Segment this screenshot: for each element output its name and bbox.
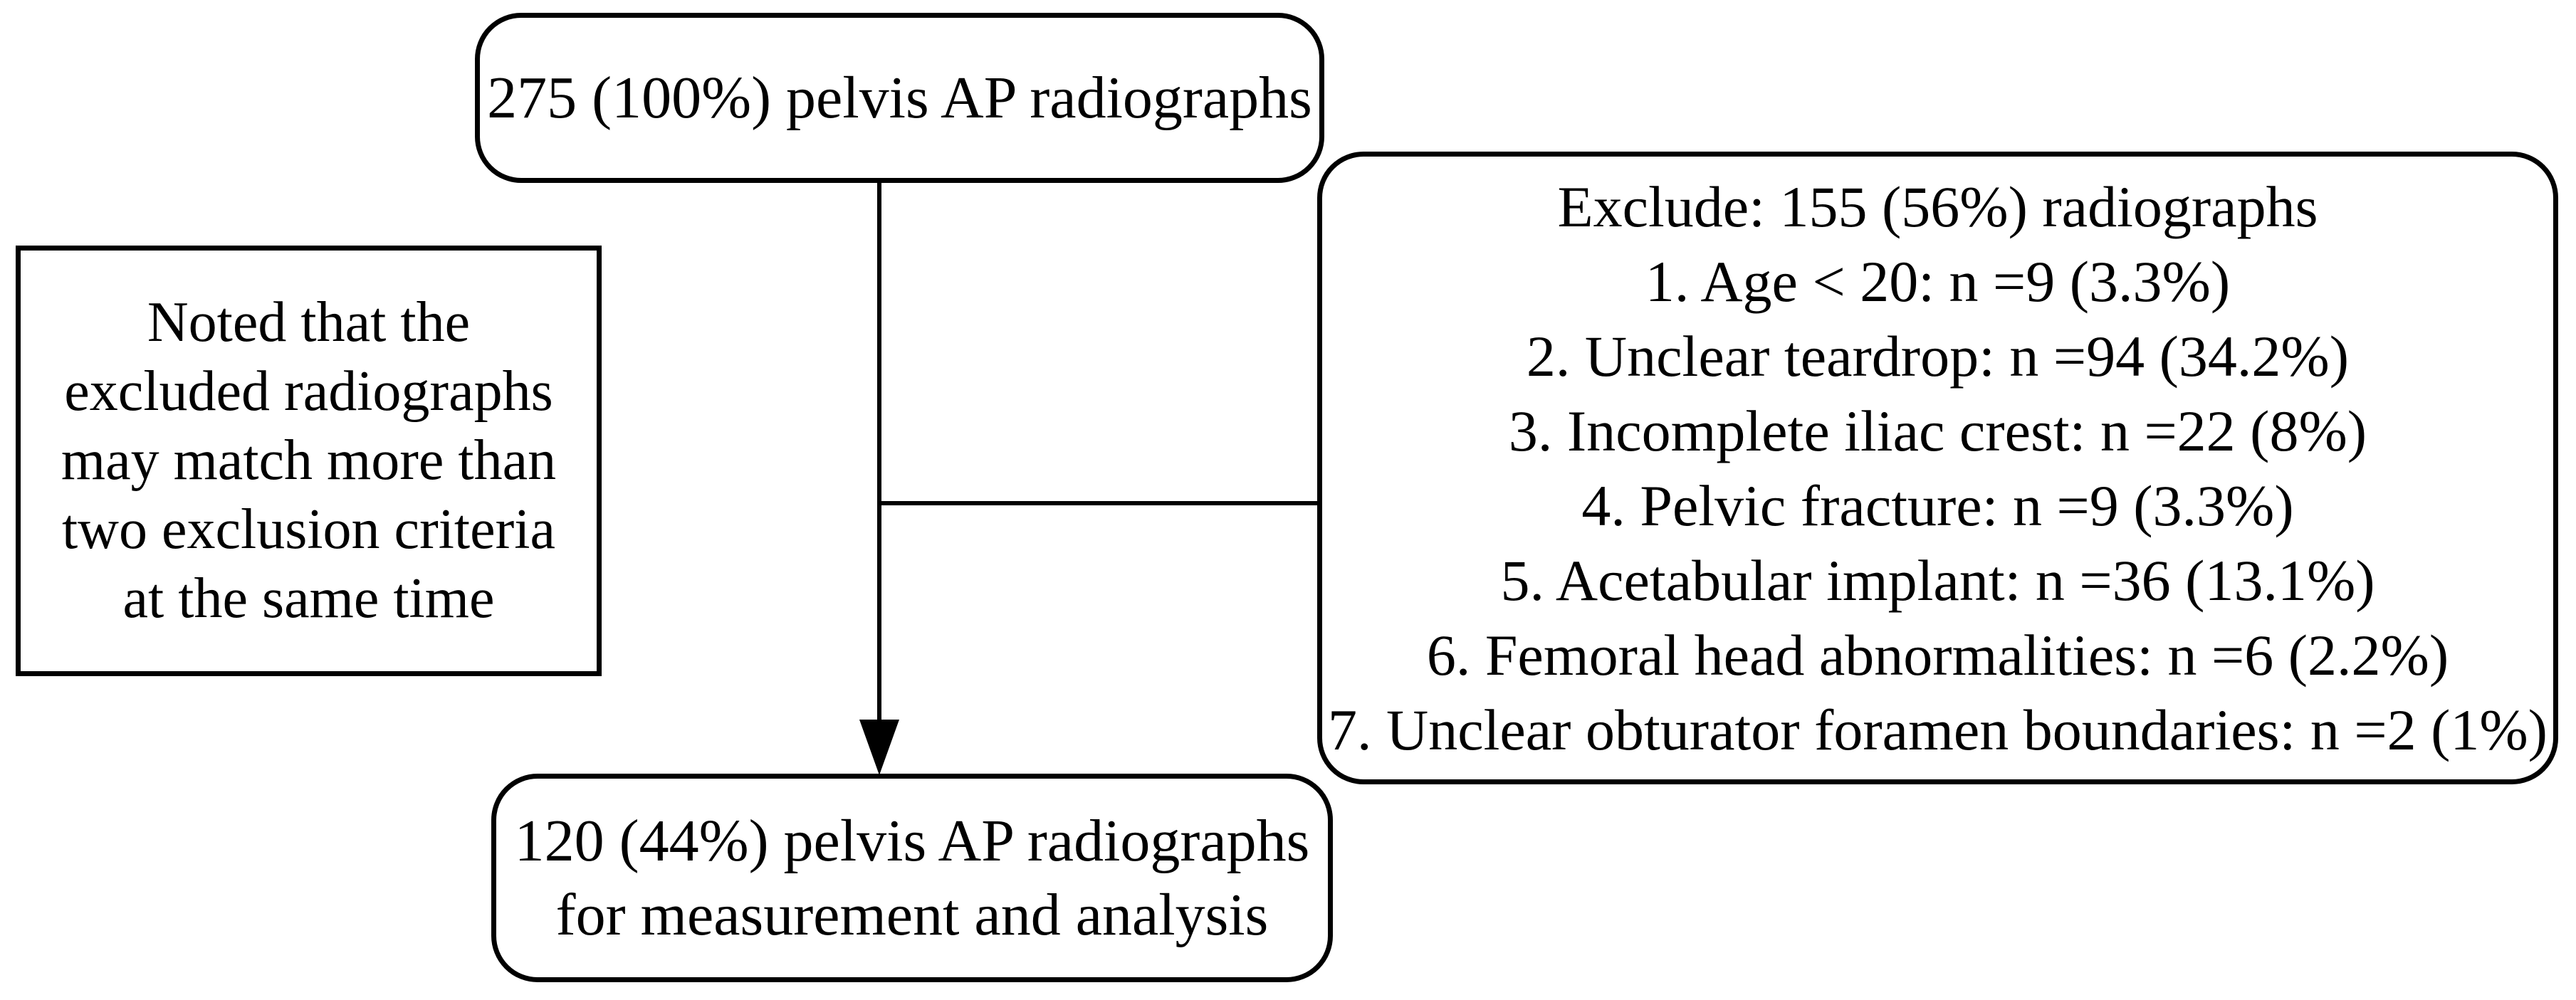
exclusion-item: 6. Femoral head abnormalities: n =6 (2.2… xyxy=(1426,622,2449,688)
box-total-radiographs: 275 (100%) pelvis AP radiographs xyxy=(475,13,1324,183)
exclusion-item: 5. Acetabular implant: n =36 (13.1%) xyxy=(1500,547,2375,613)
connector-horizontal-line xyxy=(879,501,1319,505)
note-line: may match more than xyxy=(61,429,557,492)
connector-vertical-line xyxy=(877,183,881,722)
exclusion-item: 7. Unclear obturator foramen boundaries:… xyxy=(1328,697,2548,762)
total-radiographs-label: 275 (100%) pelvis AP radiographs xyxy=(487,65,1312,131)
note-line: two exclusion criteria xyxy=(61,498,556,561)
exclusion-item: 4. Pelvic fracture: n =9 (3.3%) xyxy=(1581,473,2294,538)
note-line: at the same time xyxy=(122,567,495,630)
note-line: excluded radiographs xyxy=(64,360,553,423)
box-note: Noted that the excluded radiographs may … xyxy=(16,246,602,676)
final-radiographs-line: 120 (44%) pelvis AP radiographs xyxy=(514,807,1310,874)
note-line: Noted that the xyxy=(147,291,471,354)
exclusion-item: 2. Unclear teardrop: n =94 (34.2%) xyxy=(1526,323,2350,389)
box-exclusions: Exclude: 155 (56%) radiographs 1. Age < … xyxy=(1317,152,2558,784)
exclusion-item: 3. Incomplete iliac crest: n =22 (8%) xyxy=(1508,398,2367,463)
final-radiographs-line: for measurement and analysis xyxy=(555,881,1269,948)
box-final-radiographs: 120 (44%) pelvis AP radiographs for meas… xyxy=(491,774,1333,982)
arrowhead-down-icon xyxy=(859,720,899,775)
exclusions-title: Exclude: 155 (56%) radiographs xyxy=(1557,174,2318,239)
exclusion-item: 1. Age < 20: n =9 (3.3%) xyxy=(1645,248,2231,314)
